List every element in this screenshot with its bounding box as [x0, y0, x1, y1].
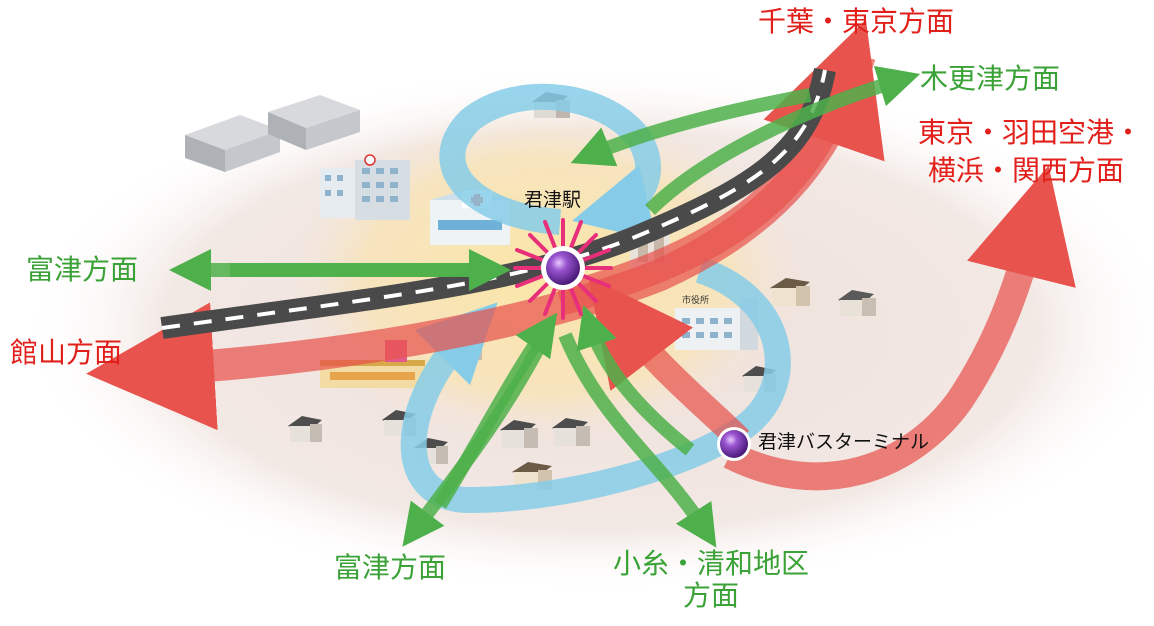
purple-sphere-icon [720, 430, 748, 458]
office-building-icon [320, 154, 410, 220]
route-green-koito [558, 305, 717, 548]
label-koito-line1: 小糸・清和地区 [612, 547, 809, 580]
purple-sphere-icon [546, 251, 580, 285]
local-loop-north [439, 83, 662, 242]
route-green-futtsu-south [402, 312, 558, 547]
label-futtsu-west: 富津方面 [26, 253, 139, 286]
label-chiba-tokyo: 千葉・東京方面 [758, 5, 955, 38]
label-futtsu-south: 富津方面 [334, 551, 447, 584]
label-kisarazu: 木更津方面 [920, 62, 1061, 95]
label-koito-line2: 方面 [682, 579, 739, 613]
route-green-kisarazu [570, 65, 921, 215]
city-hall-sign: 市役所 [682, 296, 710, 306]
railway-line [160, 67, 836, 339]
factory-icon [185, 95, 360, 172]
label-station: 君津駅 [524, 189, 582, 211]
label-tateyama: 館山方面 [10, 336, 123, 369]
label-tokyo-haneda-1: 東京・羽田空港・ [918, 116, 1143, 149]
local-loop-south [400, 257, 791, 514]
label-tokyo-haneda-2: 横浜・関西方面 [928, 154, 1125, 187]
label-koito: 小糸・清和地区 方面 [606, 547, 816, 613]
label-bus-terminal: 君津バスターミナル [758, 431, 930, 453]
